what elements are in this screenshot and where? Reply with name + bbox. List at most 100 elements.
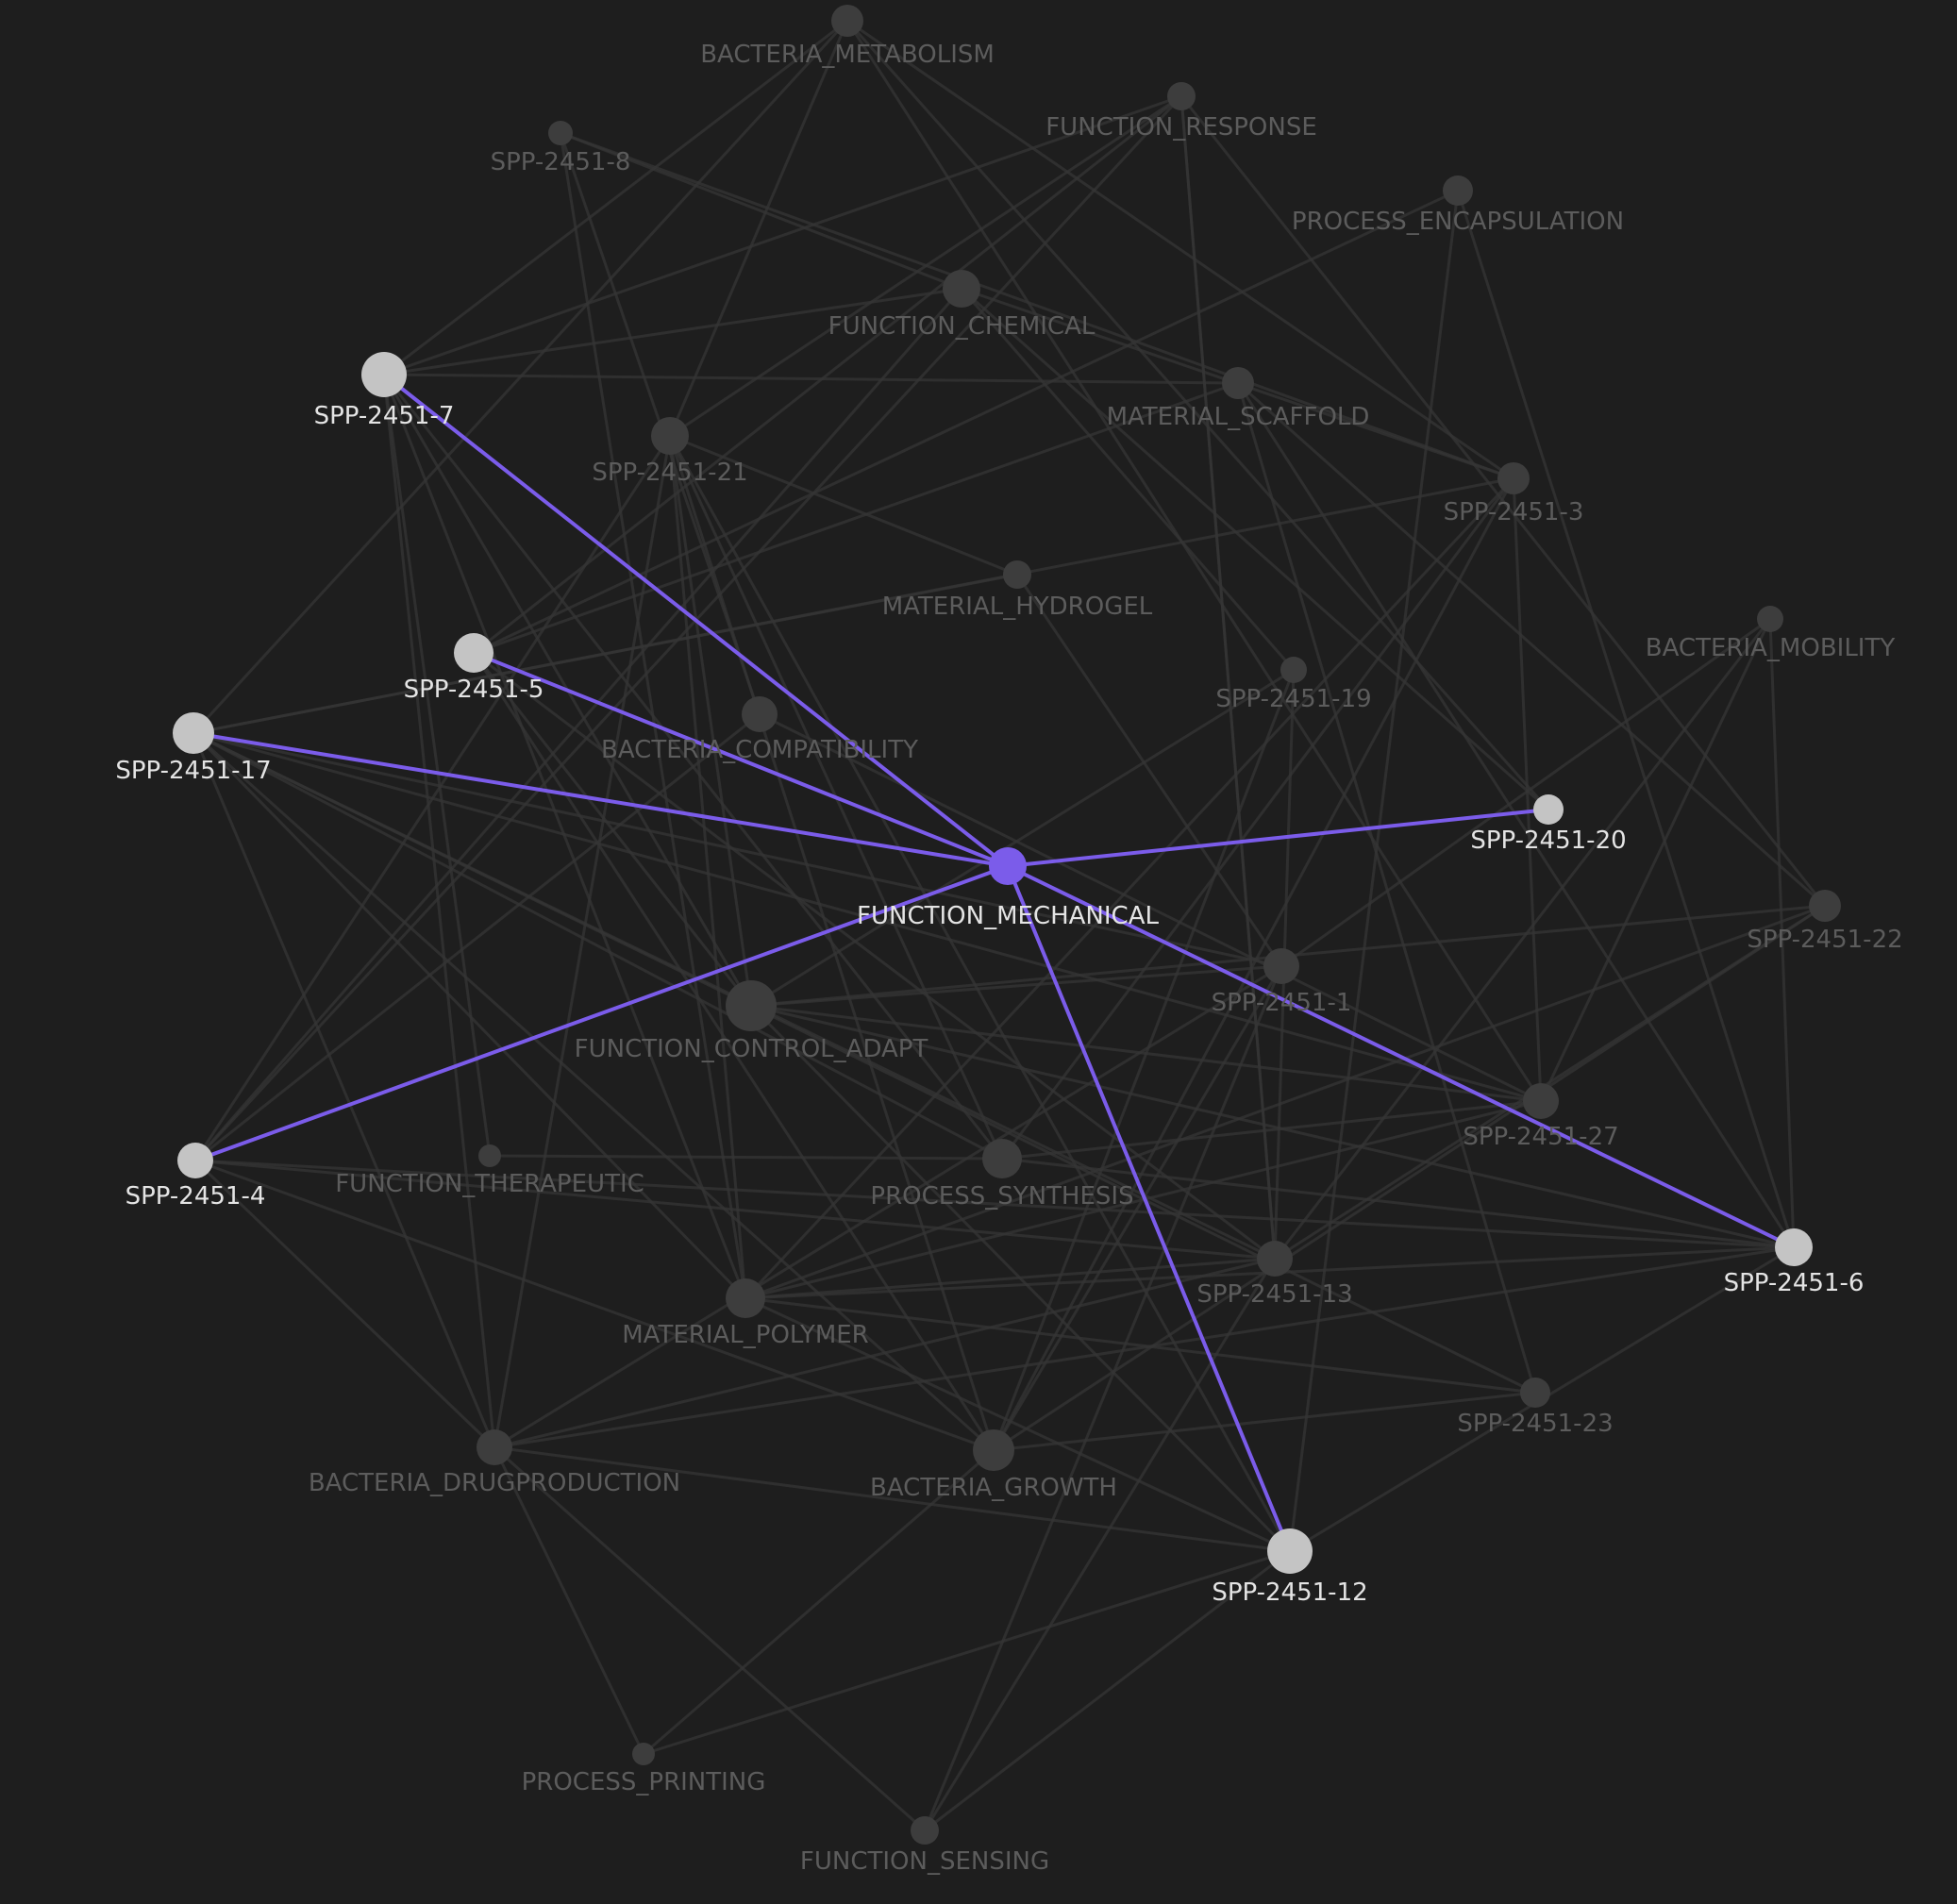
edge-spp-2451-3--bacteria-metabolism: [846, 19, 1514, 480]
node-circle[interactable]: [632, 1743, 655, 1765]
node-spp-2451-17[interactable]: SPP-2451-17: [115, 712, 272, 785]
edge-spp-2451-1--bacteria-drugproduction: [493, 964, 1282, 1449]
node-spp-2451-7[interactable]: SPP-2451-7: [314, 352, 455, 430]
edge-function-mechanical--spp-2451-7: [382, 373, 1010, 868]
node-circle[interactable]: [173, 712, 214, 754]
edge-spp-2451-17--material-polymer: [192, 731, 747, 1300]
edges-active-layer: [192, 373, 1795, 1552]
edge-spp-2451-17--process-synthesis: [192, 731, 1003, 1161]
node-circle[interactable]: [454, 633, 493, 673]
node-function-response[interactable]: FUNCTION_RESPONSE: [1045, 82, 1317, 142]
edge-spp-2451-4--bacteria-growth: [194, 1159, 995, 1452]
node-spp-2451-5[interactable]: SPP-2451-5: [404, 633, 544, 704]
edge-spp-2451-13--material-polymer: [744, 1257, 1276, 1300]
node-label: SPP-2451-5: [404, 676, 544, 704]
node-label: MATERIAL_HYDROGEL: [882, 593, 1153, 621]
node-circle[interactable]: [1167, 82, 1196, 110]
node-circle[interactable]: [1497, 462, 1530, 494]
node-spp-2451-23[interactable]: SPP-2451-23: [1457, 1378, 1614, 1438]
node-circle[interactable]: [831, 5, 863, 37]
node-spp-2451-27[interactable]: SPP-2451-27: [1463, 1083, 1619, 1151]
node-circle[interactable]: [989, 847, 1027, 885]
edge-spp-2451-3--bacteria-growth: [992, 477, 1515, 1451]
node-circle[interactable]: [1520, 1378, 1550, 1408]
node-circle[interactable]: [943, 270, 980, 308]
edge-spp-2451-4--spp-2451-6: [194, 1159, 1795, 1249]
node-bacteria-metabolism[interactable]: BACTERIA_METABOLISM: [700, 5, 995, 69]
node-circle[interactable]: [726, 980, 777, 1031]
node-bacteria-mobility[interactable]: BACTERIA_MOBILITY: [1646, 606, 1896, 662]
node-spp-2451-1[interactable]: SPP-2451-1: [1212, 948, 1352, 1017]
node-material-hydrogel[interactable]: MATERIAL_HYDROGEL: [882, 560, 1153, 621]
node-process-encapsulation[interactable]: PROCESS_ENCAPSULATION: [1292, 175, 1624, 236]
node-circle[interactable]: [177, 1143, 213, 1178]
node-circle[interactable]: [477, 1429, 512, 1465]
node-spp-2451-3[interactable]: SPP-2451-3: [1444, 462, 1584, 526]
edge-spp-2451-12--spp-2451-21: [668, 435, 1292, 1552]
node-spp-2451-4[interactable]: SPP-2451-4: [125, 1143, 266, 1211]
edge-spp-2451-5--function-response: [473, 94, 1182, 655]
node-circle[interactable]: [548, 121, 573, 145]
node-circle[interactable]: [973, 1429, 1014, 1471]
node-label: SPP-2451-17: [115, 757, 271, 785]
node-circle[interactable]: [1443, 175, 1473, 206]
node-spp-2451-22[interactable]: SPP-2451-22: [1747, 890, 1903, 954]
node-function-chemical[interactable]: FUNCTION_CHEMICAL: [828, 270, 1096, 341]
edge-function-mechanical--spp-2451-20: [1007, 808, 1549, 868]
node-spp-2451-13[interactable]: SPP-2451-13: [1196, 1241, 1353, 1309]
node-bacteria-drugproduction[interactable]: BACTERIA_DRUGPRODUCTION: [309, 1429, 680, 1497]
edge-spp-2451-6--function-control-adapt: [750, 1004, 1795, 1249]
node-bacteria-compatibility[interactable]: BACTERIA_COMPATIBILITY: [601, 696, 918, 764]
node-function-therapeutic[interactable]: FUNCTION_THERAPEUTIC: [335, 1144, 644, 1198]
node-label: SPP-2451-8: [491, 148, 631, 176]
node-spp-2451-19[interactable]: SPP-2451-19: [1215, 657, 1372, 713]
node-label: PROCESS_ENCAPSULATION: [1292, 208, 1624, 236]
node-process-printing[interactable]: PROCESS_PRINTING: [522, 1743, 766, 1796]
node-label: FUNCTION_CONTROL_ADAPT: [575, 1035, 928, 1063]
node-spp-2451-20[interactable]: SPP-2451-20: [1470, 794, 1627, 855]
node-material-polymer[interactable]: MATERIAL_POLYMER: [622, 1278, 869, 1349]
node-circle[interactable]: [1003, 560, 1031, 589]
node-circle[interactable]: [1257, 1241, 1293, 1277]
node-circle[interactable]: [726, 1278, 765, 1318]
node-circle[interactable]: [911, 1816, 939, 1845]
node-spp-2451-6[interactable]: SPP-2451-6: [1724, 1228, 1865, 1297]
node-circle[interactable]: [1267, 1528, 1313, 1574]
node-circle[interactable]: [1757, 606, 1783, 632]
edge-spp-2451-1--bacteria-mobility: [1280, 617, 1771, 968]
node-circle[interactable]: [742, 696, 778, 732]
node-circle[interactable]: [361, 352, 407, 397]
node-spp-2451-8[interactable]: SPP-2451-8: [491, 121, 631, 176]
node-material-scaffold[interactable]: MATERIAL_SCAFFOLD: [1107, 367, 1370, 431]
node-circle[interactable]: [651, 417, 689, 455]
node-circle[interactable]: [1775, 1228, 1813, 1266]
edge-function-mechanical--spp-2451-17: [192, 731, 1009, 868]
node-circle[interactable]: [1533, 794, 1564, 825]
node-circle[interactable]: [478, 1144, 501, 1167]
node-label: BACTERIA_METABOLISM: [700, 41, 995, 69]
node-function-mechanical[interactable]: FUNCTION_MECHANICAL: [857, 847, 1159, 930]
node-function-sensing[interactable]: FUNCTION_SENSING: [800, 1816, 1049, 1876]
edge-spp-2451-12--function-sensing: [924, 1549, 1291, 1832]
edge-spp-2451-20--bacteria-metabolism: [845, 20, 1550, 810]
edge-spp-2451-12--function-control-adapt: [749, 1004, 1292, 1553]
node-process-synthesis[interactable]: PROCESS_SYNTHESIS: [870, 1139, 1134, 1211]
node-circle[interactable]: [1809, 890, 1841, 922]
node-function-control-adapt[interactable]: FUNCTION_CONTROL_ADAPT: [575, 980, 928, 1063]
node-circle[interactable]: [1263, 948, 1299, 984]
node-label: BACTERIA_MOBILITY: [1646, 634, 1896, 662]
edge-spp-2451-19--bacteria-growth: [992, 669, 1296, 1451]
node-bacteria-growth[interactable]: BACTERIA_GROWTH: [870, 1429, 1117, 1502]
node-label: SPP-2451-23: [1457, 1410, 1613, 1438]
node-circle[interactable]: [1280, 657, 1307, 683]
node-circle[interactable]: [1523, 1083, 1559, 1119]
edge-function-mechanical--spp-2451-4: [194, 864, 1009, 1162]
node-spp-2451-12[interactable]: SPP-2451-12: [1212, 1528, 1368, 1607]
node-spp-2451-21[interactable]: SPP-2451-21: [592, 417, 748, 487]
node-circle[interactable]: [982, 1139, 1022, 1178]
node-label: SPP-2451-6: [1724, 1269, 1865, 1297]
node-circle[interactable]: [1222, 367, 1254, 399]
